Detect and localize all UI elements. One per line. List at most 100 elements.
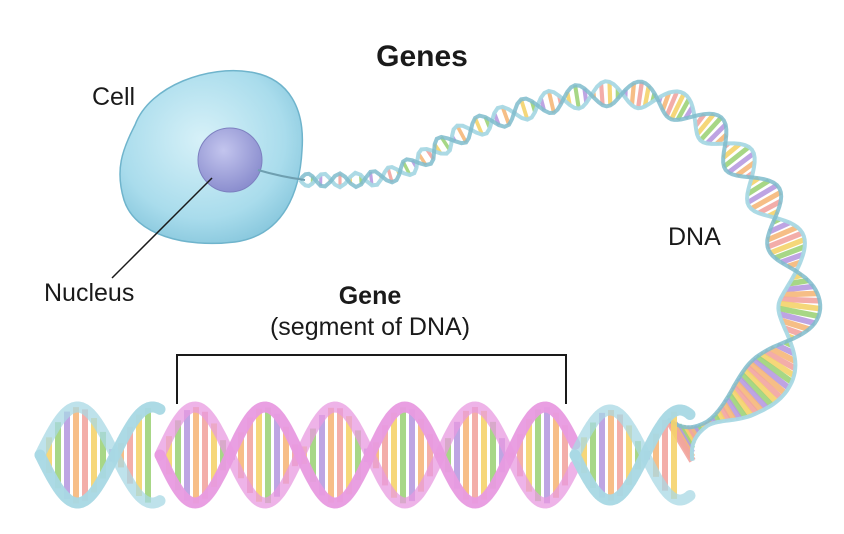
dna-base-pair	[635, 441, 641, 470]
dna-double-helix	[34, 401, 696, 509]
dna-base-pair	[642, 85, 651, 107]
dna-base-pair	[653, 433, 659, 477]
dna-base-pair	[768, 220, 791, 235]
dna-backbone	[34, 401, 166, 509]
dna-base-pair	[741, 367, 779, 405]
dna-base-pair	[746, 183, 779, 205]
dna-base-pair	[91, 418, 97, 493]
gene-base-pair	[481, 410, 487, 500]
dna-base-pair	[145, 407, 151, 503]
dna-strand-path	[298, 79, 823, 463]
dna-base-pair	[608, 410, 614, 501]
gene-base-pair	[355, 430, 361, 481]
dna-base-pair	[750, 357, 791, 391]
dna-base-pair	[785, 283, 814, 293]
gene-base-pair	[544, 407, 550, 504]
nucleus-icon	[197, 127, 263, 193]
gene-base-pair	[175, 420, 181, 491]
dna-base-pair	[626, 425, 632, 486]
dna-base-pair	[778, 300, 821, 312]
dna-base-pair	[722, 144, 751, 169]
gene-base-pair	[319, 414, 325, 496]
gene-base-pair	[184, 410, 190, 501]
dna-label: DNA	[668, 223, 721, 251]
dna-base-pair	[664, 90, 680, 117]
gene-base-pair	[328, 407, 334, 503]
gene-base-pair	[472, 407, 478, 504]
dna-base-pair	[607, 81, 613, 106]
gene-base-pair	[256, 408, 262, 502]
dna-backbone	[569, 404, 696, 506]
dna-base-pair	[788, 277, 809, 287]
gene-base-pair	[238, 432, 244, 479]
dna-base-pair	[780, 317, 810, 332]
gene-base-pair	[265, 407, 271, 504]
dna-backbone	[569, 404, 696, 506]
gene-bracket	[176, 354, 567, 404]
dna-base-pair	[519, 98, 530, 121]
gene-base-pair	[283, 426, 289, 484]
dna-base-pair	[581, 437, 587, 474]
dna-base-pair	[720, 401, 737, 422]
gene-base-pair	[427, 434, 433, 477]
gene-base-pair	[454, 421, 460, 489]
dna-base-pair	[546, 90, 556, 114]
dna-base-pair	[721, 142, 742, 160]
dna-base-pair	[739, 371, 774, 408]
dna-base-pair	[455, 124, 468, 144]
dna-base-pair	[735, 160, 757, 178]
dna-base-pair	[127, 426, 133, 484]
dna-backbone	[34, 401, 166, 509]
dna-base-pair	[669, 92, 687, 121]
dna-base-pair	[780, 251, 805, 265]
dna-base-pair	[695, 112, 716, 136]
gene-base-pair	[337, 408, 343, 503]
gene-base-pair	[346, 416, 352, 495]
dna-base-pair	[769, 237, 806, 256]
nucleus-pointer-line	[111, 177, 213, 279]
dna-base-pair	[758, 351, 796, 379]
dna-base-pair	[726, 392, 748, 420]
dna-base-pair	[64, 411, 70, 499]
dna-base-pair	[757, 199, 782, 216]
gene-label: Gene	[338, 282, 402, 310]
dna-exit-strand	[257, 169, 306, 181]
gene-base-pair	[463, 410, 469, 500]
dna-base-pair	[698, 115, 724, 142]
gene-base-pair	[166, 436, 172, 475]
dna-base-pair	[662, 419, 668, 491]
dna-base-pair	[733, 380, 764, 413]
dna-base-pair	[744, 364, 783, 401]
dna-base-pair	[590, 422, 596, 489]
dna-base-pair	[749, 189, 783, 212]
dna-base-pair	[46, 437, 52, 474]
gene-base-pair	[274, 413, 280, 497]
gene-base-pair	[490, 421, 496, 489]
dna-base-pair	[782, 290, 818, 298]
dna-base-pair	[73, 407, 79, 504]
dna-base-pair	[136, 414, 142, 497]
dna-base-pair	[671, 411, 677, 499]
gene-base-pair	[553, 412, 559, 498]
dna-base-pair	[766, 230, 804, 250]
dna-base-pair	[599, 82, 605, 106]
dna-base-pair	[769, 345, 797, 364]
gene-base-pair	[391, 412, 397, 498]
diagram-title: Genes	[376, 40, 468, 73]
gene-base-pair	[562, 425, 568, 486]
dna-base-pair	[675, 97, 692, 121]
gene-base-pair	[400, 407, 406, 504]
dna-base-pair	[775, 342, 796, 356]
dna-base-pair	[100, 431, 106, 479]
gene-base-pair	[202, 411, 208, 499]
dna-base-pair	[783, 325, 803, 338]
dna-base-pair	[573, 84, 581, 109]
gene-base-pair	[526, 418, 532, 492]
gene-base-pair	[382, 425, 388, 486]
gene-base-pair	[310, 428, 316, 482]
dna-backbone	[298, 79, 823, 430]
dna-base-pair	[763, 348, 797, 372]
dna-base-pair	[766, 224, 799, 243]
nucleus-label: Nucleus	[44, 279, 135, 307]
